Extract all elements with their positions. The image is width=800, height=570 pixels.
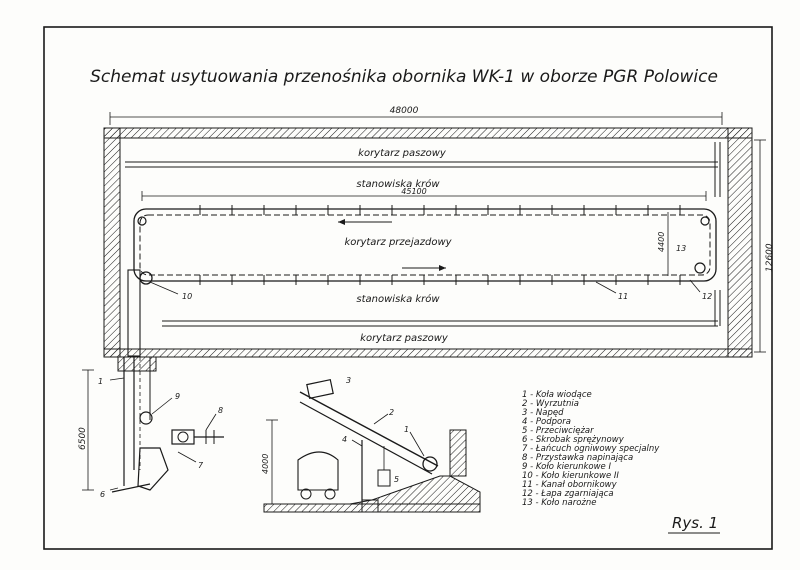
legend-item: 5 - Przeciwciężar	[522, 426, 594, 436]
corner-wheel-13	[694, 262, 706, 274]
dimension-building-width: 12600	[754, 139, 775, 353]
label-feed-corridor-bottom: korytarz paszowy	[360, 333, 449, 344]
svg-text:11: 11	[618, 292, 628, 301]
svg-text:4: 4	[342, 435, 347, 444]
manure-conveyor-loop	[127, 205, 717, 357]
elevation-section: 4000 3 2 4 1 5	[261, 376, 481, 513]
legend-item: 8 - Przystawka napinająca	[522, 453, 633, 463]
svg-text:6: 6	[100, 490, 105, 499]
plan-callouts: 10 11 12 13	[149, 244, 712, 301]
svg-text:8: 8	[218, 406, 223, 415]
legend-item: 10 - Koło kierunkowe II	[522, 471, 619, 481]
svg-text:4000: 4000	[261, 454, 270, 474]
legend-item: 13 - Koło narożne	[522, 498, 596, 508]
figure-label: Rys. 1	[672, 514, 718, 532]
legend-item: 12 - Łapa zgarniająca	[522, 489, 614, 499]
legend-item: 2 - Wyrzutnia	[522, 399, 579, 409]
svg-text:3: 3	[346, 376, 351, 385]
drawing-title: Schemat usytuowania przenośnika obornika…	[90, 67, 718, 87]
direction-wheel-ii	[139, 271, 153, 285]
legend-item: 7 - Łańcuch ogniwowy specjalny	[522, 444, 660, 454]
svg-text:13: 13	[676, 244, 686, 253]
svg-text:7: 7	[198, 461, 204, 470]
legend-item: 4 - Podpora	[522, 417, 571, 427]
svg-text:48000: 48000	[390, 106, 419, 116]
building-walls	[103, 127, 753, 358]
svg-text:12600: 12600	[765, 243, 775, 272]
legend-item: 9 - Koło kierunkowe I	[522, 462, 611, 472]
label-stalls-bottom: stanowiska krów	[356, 293, 440, 305]
svg-text:4400: 4400	[657, 232, 666, 252]
dimension-overall-length: 48000	[109, 106, 723, 125]
lateral-section: 6500 1 9 8 7 6	[78, 356, 224, 499]
svg-text:12: 12	[702, 292, 712, 301]
legend-item: 3 - Napęd	[522, 408, 564, 418]
svg-text:45100: 45100	[401, 187, 426, 196]
legend-item: 11 - Kanał obornikowy	[522, 480, 618, 490]
corner-wheel-top-right	[700, 216, 710, 226]
legend: 1 - Koła wiodące 2 - Wyrzutnia 3 - Napęd…	[522, 390, 660, 508]
svg-text:2: 2	[389, 408, 394, 417]
corner-wheel-top-left	[137, 216, 147, 226]
corridor-lines	[125, 142, 721, 327]
dimension-stall-length: 45100	[141, 187, 707, 201]
label-feed-corridor-top: korytarz paszowy	[358, 148, 447, 159]
svg-text:10: 10	[182, 292, 192, 301]
legend-item: 6 - Skrobak sprężynowy	[522, 435, 625, 445]
label-stalls-top: stanowiska krów	[356, 178, 440, 190]
dimension-loop-width: 4400	[657, 212, 669, 276]
svg-text:1: 1	[98, 377, 103, 386]
svg-text:5: 5	[394, 475, 399, 484]
legend-item: 1 - Koła wiodące	[522, 390, 592, 400]
svg-text:1: 1	[404, 425, 409, 434]
svg-text:9: 9	[175, 392, 180, 401]
svg-text:6500: 6500	[78, 427, 88, 450]
label-drive-corridor: korytarz przejazdowy	[344, 237, 452, 248]
